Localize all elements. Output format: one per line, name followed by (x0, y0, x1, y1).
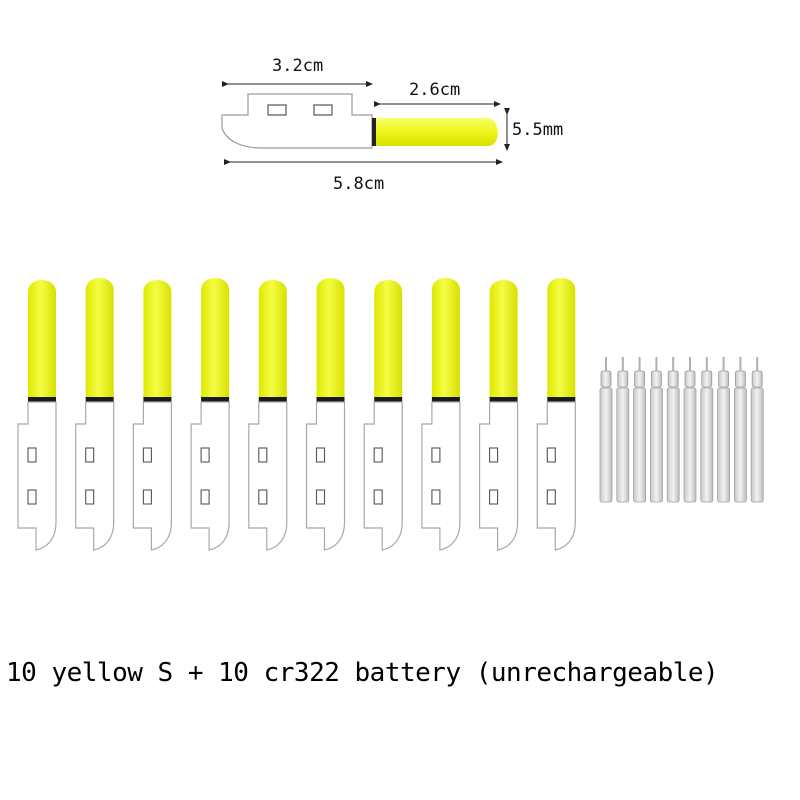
light-stick (363, 280, 403, 551)
cr322-battery (633, 357, 646, 503)
diameter-label: 5.5mm (512, 120, 564, 140)
total-length-label: 5.8cm (333, 174, 385, 194)
light-sticks (17, 278, 576, 551)
light-stick (305, 278, 346, 551)
light-stick (421, 278, 461, 551)
light-stick (75, 278, 115, 551)
light-stick (248, 280, 288, 551)
cr322-battery (700, 357, 714, 503)
cr322-battery (616, 357, 630, 503)
cr322-battery (650, 357, 663, 503)
cr322-battery (683, 357, 697, 503)
cr322-battery (734, 357, 747, 503)
light-stick (536, 278, 576, 551)
light-stick (479, 280, 519, 551)
holder-length-label: 3.2cm (272, 56, 324, 76)
cr322-battery (599, 357, 613, 503)
light-stick (132, 280, 172, 551)
cr322-battery (750, 357, 764, 503)
sample-light-stick (221, 93, 498, 149)
batteries (599, 357, 764, 503)
stick-length-label: 2.6cm (409, 80, 461, 100)
light-stick (190, 278, 230, 551)
product-caption: 10 yellow S + 10 cr322 battery (unrechar… (6, 658, 719, 688)
cr322-battery (717, 357, 730, 503)
cr322-battery (666, 357, 680, 503)
light-stick (17, 280, 57, 551)
